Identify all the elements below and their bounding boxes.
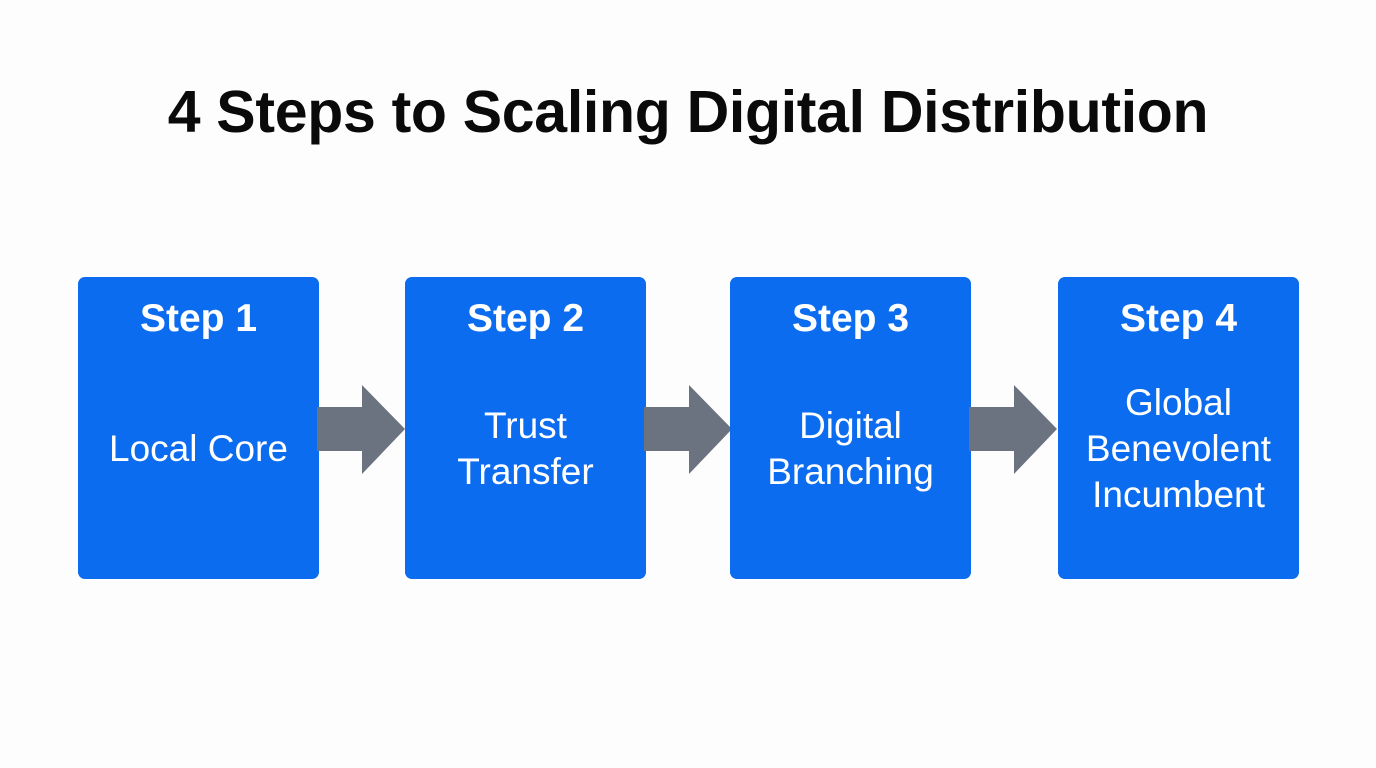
arrow-shape [644, 385, 732, 474]
right-arrow-icon [969, 385, 1057, 474]
step-description-line: Benevolent [1085, 428, 1272, 469]
step-description-line: Local Core [109, 428, 288, 469]
page-title: 4 Steps to Scaling Digital Distribution [167, 79, 1209, 145]
step-description: Local Core [78, 349, 319, 549]
step-heading: Step 1 [139, 297, 258, 340]
step-description-line: Branching [767, 451, 934, 492]
step-description: Trust Transfer [405, 349, 646, 549]
step-heading: Step 4 [1119, 297, 1238, 340]
step-description-line: Transfer [457, 451, 594, 492]
step-box-4: Step 4 Global Benevolent Incumbent [1058, 277, 1299, 579]
step-description-line: Global [1125, 382, 1232, 423]
step-heading: Step 2 [466, 297, 585, 340]
step-description-line: Incumbent [1092, 474, 1265, 515]
step-description: Digital Branching [730, 349, 971, 549]
step-heading: Step 3 [791, 297, 910, 340]
right-arrow-icon [317, 385, 405, 474]
step-description: Global Benevolent Incumbent [1058, 349, 1299, 549]
right-arrow-icon [644, 385, 732, 474]
step-box-3: Step 3 Digital Branching [730, 277, 971, 579]
step-description-line: Trust [484, 405, 567, 446]
step-description-line: Digital [799, 405, 902, 446]
step-box-2: Step 2 Trust Transfer [405, 277, 646, 579]
arrow-shape [317, 385, 405, 474]
arrow-shape [969, 385, 1057, 474]
step-box-1: Step 1 Local Core [78, 277, 319, 579]
